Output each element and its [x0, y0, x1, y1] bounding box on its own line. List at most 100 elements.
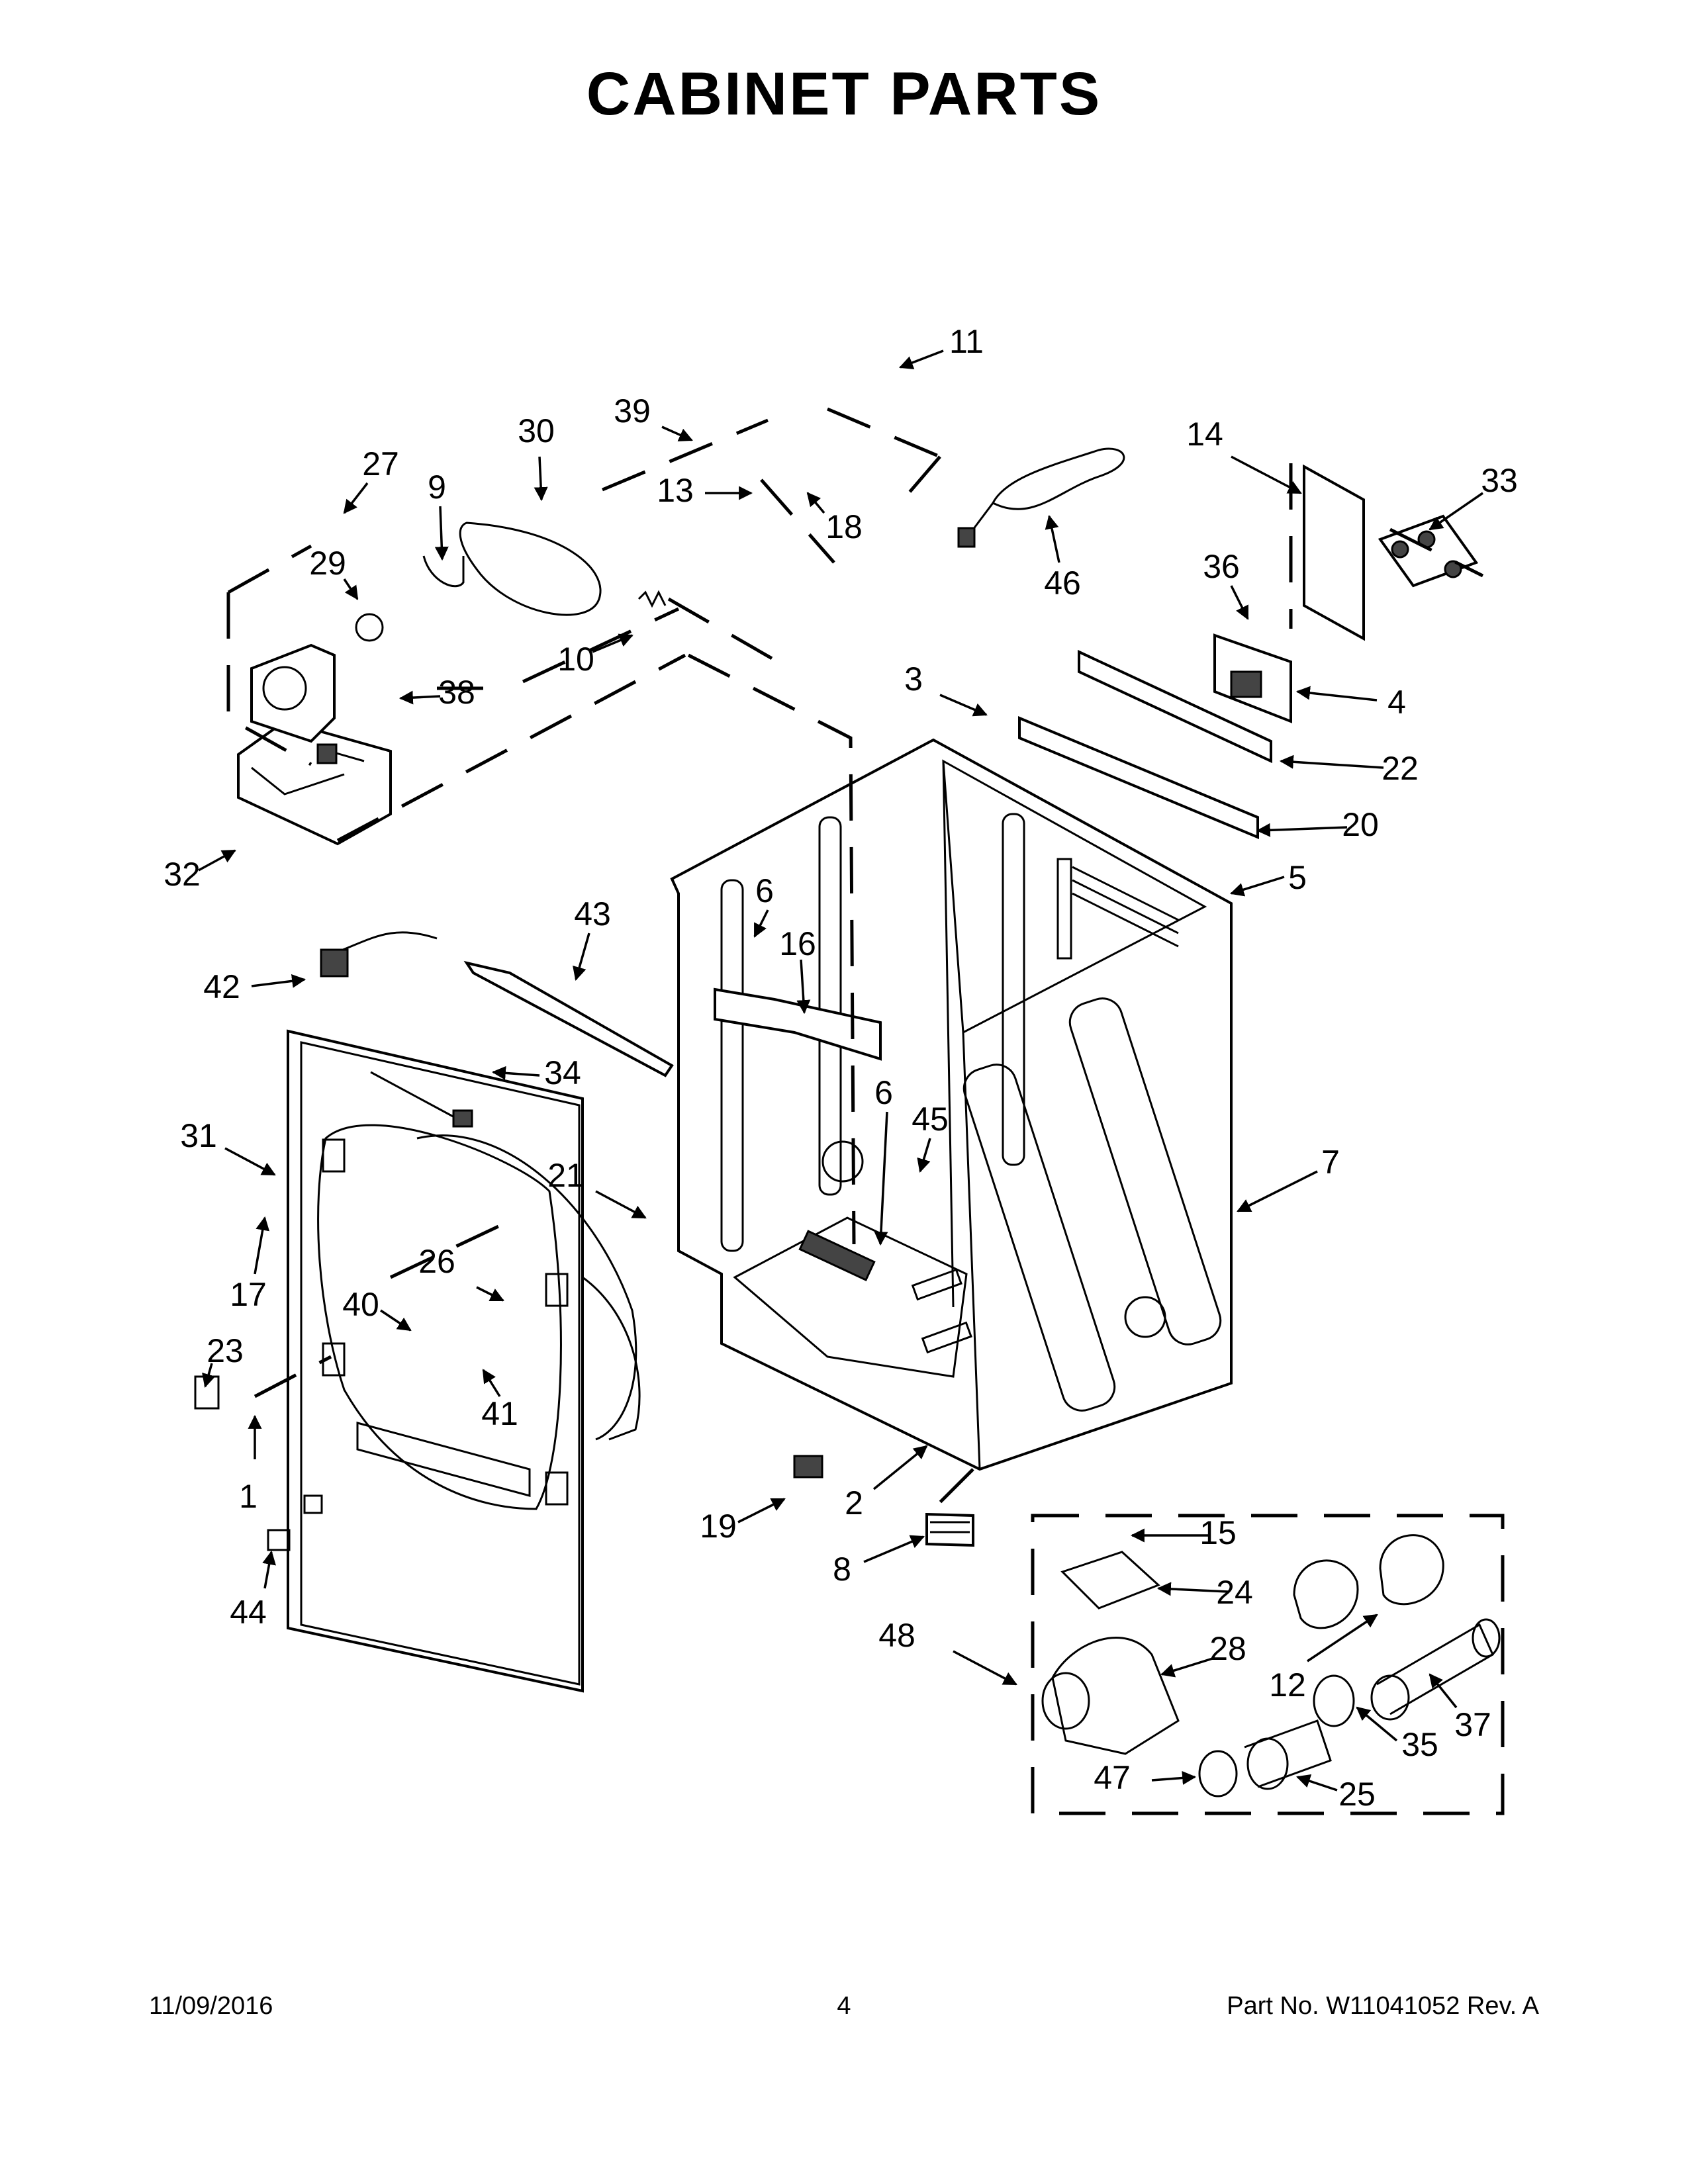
callout-leader-arrow: [343, 482, 369, 514]
callout-label: 9: [428, 469, 446, 506]
callout-leader-arrow: [1429, 492, 1483, 531]
footer-page-number: 4: [837, 1992, 851, 2020]
dashed-assembly-lines: [226, 407, 1505, 1815]
callout-label: 22: [1382, 750, 1419, 787]
callout-leader-arrow: [1429, 1673, 1458, 1709]
footer-date: 11/09/2016: [149, 1992, 273, 2020]
callout-leader-arrow: [202, 1363, 216, 1388]
callout-label: 3: [904, 660, 923, 698]
callout-leader-arrow: [251, 974, 306, 988]
callout-label: 45: [912, 1101, 949, 1138]
callout-label: 36: [1203, 548, 1240, 585]
callout-leader-arrow: [534, 456, 548, 502]
callout-label: 29: [309, 545, 346, 582]
callout-label: 20: [1342, 806, 1379, 843]
callout-label: 37: [1454, 1706, 1491, 1743]
callout-leader-arrow: [1156, 1582, 1229, 1596]
callout-leader-arrow: [874, 1111, 888, 1246]
callout-leader-arrow: [434, 506, 449, 561]
callout-label: 33: [1481, 462, 1518, 499]
callout-leader-arrow: [1230, 585, 1249, 620]
page-title: CABINET PARTS: [586, 60, 1102, 128]
callout-leader-arrow: [806, 492, 825, 514]
callout-label: 25: [1338, 1776, 1376, 1813]
callout-leader-arrow: [573, 933, 590, 981]
callout-leader-arrow: [343, 578, 359, 600]
callout-label: 32: [164, 856, 201, 893]
callout-leader-arrow: [1356, 1706, 1398, 1742]
callout-leader-arrow: [1295, 686, 1378, 702]
callout-label: 40: [342, 1286, 379, 1323]
callout-label: 15: [1199, 1514, 1237, 1551]
callout-leader-arrow: [224, 1147, 276, 1176]
callout-leader-arrow: [863, 1535, 925, 1563]
callout-label: 11: [949, 323, 984, 360]
callout-leader-arrow: [1045, 514, 1060, 563]
callout-label: 24: [1216, 1574, 1253, 1611]
callout-leader-arrow: [198, 849, 236, 872]
callout-leader-arrow: [917, 1138, 931, 1173]
callout-label: 12: [1269, 1666, 1306, 1704]
callout-leader-arrow: [491, 1066, 540, 1080]
callout-label: 27: [362, 445, 399, 482]
callout-label: 14: [1186, 416, 1223, 453]
callout-label: 7: [1321, 1144, 1340, 1181]
callout-leader-arrow: [872, 1445, 928, 1490]
callout-leader-arrow: [1160, 1657, 1215, 1678]
callout-label: 10: [557, 641, 594, 678]
callout-label: 16: [779, 925, 816, 962]
callout-leader-arrow: [1231, 455, 1302, 494]
callout-leader-arrow: [1307, 1614, 1378, 1662]
callout-label: 28: [1209, 1630, 1246, 1667]
callout-leader-arrow: [482, 1369, 501, 1397]
callout-leader-arrow: [262, 1550, 276, 1589]
callout-leader-arrow: [939, 694, 988, 717]
callout-leader-arrow: [1237, 1170, 1318, 1212]
callout-label: 6: [874, 1074, 893, 1111]
footer-part-number: Part No. W11041052 Rev. A: [1227, 1992, 1539, 2020]
callout-label: 2: [845, 1484, 863, 1522]
callout-label: 21: [547, 1157, 585, 1194]
callout-label: 44: [230, 1594, 267, 1631]
callout-leader-arrow: [953, 1650, 1017, 1686]
callout-label: 41: [481, 1395, 518, 1432]
callout-label: 39: [614, 392, 651, 430]
callout-leader-arrow: [1151, 1770, 1197, 1785]
callout-label: 17: [230, 1276, 267, 1313]
callout-leader-arrow: [595, 1190, 647, 1219]
callout-label: 38: [438, 674, 475, 711]
callout-label: 43: [574, 895, 611, 933]
callout-leader-arrow: [753, 909, 769, 938]
callout-label: 1: [239, 1478, 258, 1515]
callout-leader-arrow: [380, 1309, 412, 1332]
callout-leader-arrow: [661, 426, 693, 441]
callout-leader-arrow: [254, 1216, 270, 1275]
callout-label: 18: [825, 508, 863, 545]
callout-label: 31: [180, 1117, 217, 1154]
callout-leader-arrow: [592, 633, 633, 653]
callout-leader-arrow: [399, 690, 441, 705]
callout-label: 47: [1094, 1759, 1131, 1796]
callout-leader-arrow: [1279, 754, 1384, 769]
callout-leader-arrow: [796, 959, 811, 1015]
cabinet-illustration: [194, 447, 1501, 1797]
callout-leader-arrow: [1296, 1774, 1338, 1792]
callout-label: 46: [1044, 565, 1081, 602]
callout-label: 6: [755, 872, 774, 909]
callout-label: 19: [700, 1508, 737, 1545]
callout-label: 23: [207, 1332, 244, 1369]
callout-leader-arrow: [476, 1286, 504, 1302]
callout-label: 35: [1401, 1726, 1438, 1763]
callout-label: 5: [1288, 859, 1307, 896]
callout-leader-arrow: [737, 1498, 786, 1524]
callout-label: 13: [657, 472, 694, 509]
callout-label: 42: [203, 968, 240, 1005]
callout-leader-arrow: [899, 349, 944, 370]
callout-label: 48: [878, 1617, 915, 1654]
callout-label: 34: [544, 1054, 581, 1091]
callout-leader-arrow: [1229, 876, 1285, 897]
callout-label: 30: [518, 412, 555, 449]
callout-leader-arrow: [1256, 823, 1348, 837]
